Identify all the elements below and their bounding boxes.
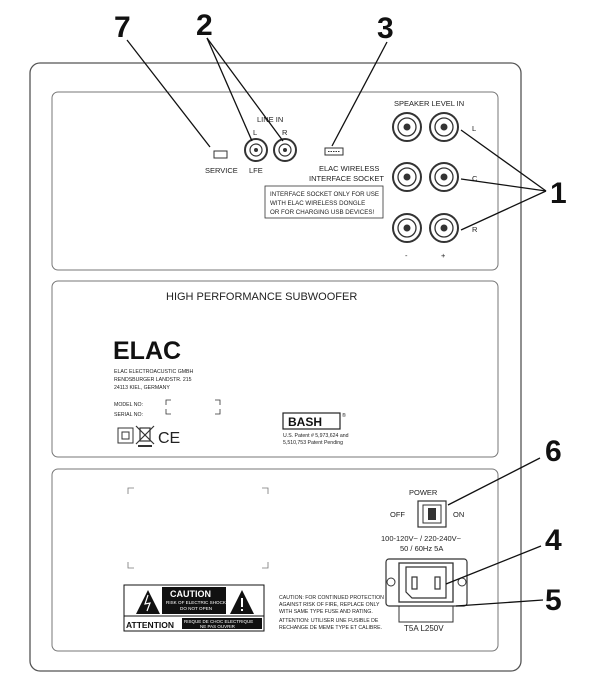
model-no-label: MODEL NO: — [114, 402, 143, 408]
double-insulation-icon — [117, 427, 134, 444]
binding-post-right-plus[interactable] — [429, 213, 459, 243]
callout-5: 5 — [545, 584, 562, 617]
caution-label — [123, 584, 265, 632]
line-in-r-label: R — [282, 128, 288, 137]
caution-sub-line2: DO NOT OPEN — [180, 606, 212, 611]
bash-logo-box — [282, 412, 341, 430]
binding-post-center-plus[interactable] — [429, 162, 459, 192]
fuse-holder[interactable] — [398, 605, 454, 623]
callout-3-leader — [331, 41, 388, 147]
patent-line2: 5,510,753 Patent Pending — [283, 440, 343, 446]
attention-title: ATTENTION — [126, 620, 174, 630]
caution-title: CAUTION — [170, 589, 211, 599]
address-line3: 24113 KIEL, GERMANY — [114, 385, 170, 391]
serial-field-frame — [165, 399, 221, 415]
binding-post-center-minus[interactable] — [392, 162, 422, 192]
outer-housing — [29, 62, 522, 672]
channel-r-label: R — [472, 225, 478, 234]
callout-5-leader — [455, 599, 544, 607]
address-line1: ELAC ELECTROACUSTIC GMBH — [114, 369, 194, 375]
wireless-label-line2: INTERFACE SOCKET — [309, 174, 384, 183]
fuse-caution-line3: WITH SAME TYPE FUSE AND RATING. — [279, 609, 373, 615]
channel-c-label: C — [472, 174, 478, 183]
fuse-rating: T5A L250V — [404, 624, 444, 633]
bash-registered-mark: ® — [342, 412, 346, 419]
line-in-l-label: L — [253, 128, 257, 137]
top-connection-panel — [51, 91, 499, 271]
fuse-caution-line2: AGAINST RISK OF FIRE, REPLACE ONLY — [279, 602, 380, 608]
power-on-label: ON — [453, 510, 464, 519]
callout-2: 2 — [196, 9, 213, 42]
usb-notice-line1: INTERFACE SOCKET ONLY FOR USE — [270, 191, 379, 198]
voltage-line1: 100-120V~ / 220-240V~ — [381, 534, 462, 543]
callout-1: 1 — [550, 177, 567, 210]
wireless-interface-socket[interactable] — [324, 147, 344, 156]
fuse-attention-line2: RECHANGE DE MEME TYPE ET CALIBRE. — [279, 625, 382, 631]
usb-notice-box — [264, 185, 384, 219]
address-line2: RENDSBURGER LANDSTR. 215 — [114, 377, 192, 383]
bash-logo: BASH — [288, 415, 322, 429]
power-panel — [51, 468, 499, 652]
minus-label: - — [405, 251, 408, 260]
attention-sub-line1: RISQUE DE CHOC ELECTRIQUE — [184, 619, 253, 624]
binding-post-right-minus[interactable] — [392, 213, 422, 243]
callout-6-leader — [447, 457, 541, 506]
callout-2-leader-b — [206, 37, 284, 142]
weee-bin-icon — [135, 425, 155, 447]
callout-7: 7 — [114, 11, 131, 44]
fuse-caution-line1: CAUTION: FOR CONTINUED PROTECTION — [279, 595, 384, 601]
line-in-label: LINE IN — [257, 115, 283, 124]
callout-1-leader-a — [460, 129, 547, 192]
speaker-level-in-label: SPEAKER LEVEL IN — [394, 99, 464, 108]
product-title: HIGH PERFORMANCE SUBWOOFER — [166, 291, 357, 303]
plus-label: + — [441, 251, 446, 260]
rca-left-lfe-jack[interactable] — [244, 138, 268, 162]
binding-post-left-minus[interactable] — [392, 112, 422, 142]
fuse-attention-line1: ATTENTION: UTILISER UNE FUSIBLE DE — [279, 618, 379, 624]
binding-post-left-plus[interactable] — [429, 112, 459, 142]
blank-area-corners — [127, 487, 269, 569]
channel-l-label: L — [472, 124, 476, 133]
label-panel — [51, 280, 499, 458]
rca-right-jack[interactable] — [273, 138, 297, 162]
wireless-label-line1: ELAC WIRELESS — [319, 164, 379, 173]
elac-logo: ELAC — [113, 337, 181, 365]
callout-4-leader — [445, 545, 542, 585]
callout-2-leader-a — [206, 37, 253, 142]
callout-1-leader-c — [460, 190, 547, 231]
service-port[interactable] — [213, 150, 228, 159]
callout-1-leader-b — [460, 178, 547, 192]
power-rocker-switch[interactable] — [417, 500, 447, 528]
ce-mark: CE — [158, 430, 180, 447]
patent-line1: U.S. Patent # 5,973,624 and — [283, 433, 349, 439]
usb-notice-line2: WITH ELAC WIRELESS DONGLE — [270, 200, 365, 207]
callout-7-leader — [126, 39, 211, 148]
caution-sub-line1: RISK OF ELECTRIC SHOCK — [166, 600, 227, 605]
callout-4: 4 — [545, 524, 562, 557]
power-off-label: OFF — [390, 510, 405, 519]
attention-sub-line2: NE PAS OUVRIR — [200, 624, 236, 629]
callout-6: 6 — [545, 435, 562, 468]
ac-inlet[interactable] — [385, 558, 468, 607]
serial-no-label: SERIAL NO: — [114, 412, 143, 418]
lfe-label: LFE — [249, 166, 263, 175]
service-label: SERVICE — [205, 166, 238, 175]
power-label: POWER — [409, 488, 438, 497]
callout-3: 3 — [377, 12, 394, 45]
usb-notice-line3: OR FOR CHARGING USB DEVICES! — [270, 209, 374, 216]
voltage-line2: 50 / 60Hz 5A — [400, 544, 443, 553]
